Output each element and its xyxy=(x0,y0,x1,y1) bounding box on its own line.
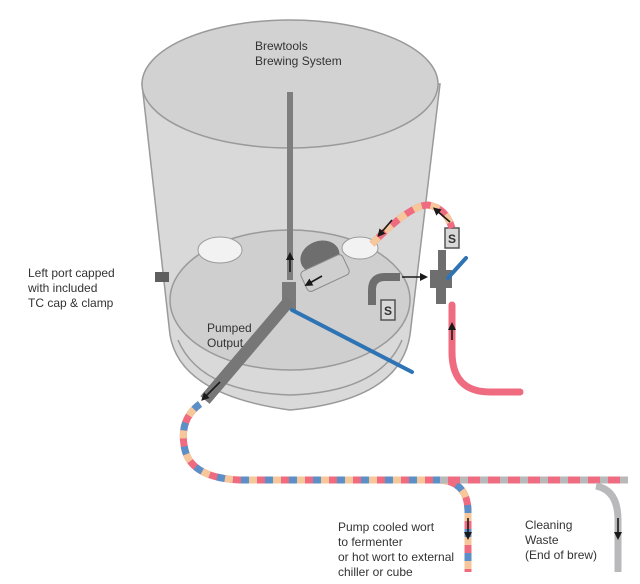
pump-wort-label-line-2: to fermenter xyxy=(338,535,403,549)
tank xyxy=(141,19,441,411)
arrow-recirc-top xyxy=(432,207,451,223)
pumped-output-label-line-1: Pumped xyxy=(207,321,252,335)
cleaning-label: Cleaning Waste (End of brew) xyxy=(525,518,597,563)
tee-up xyxy=(438,250,446,272)
pump-wort-label: Pump cooled wort to fermenter or hot wor… xyxy=(338,520,454,580)
cleaning-label-line-3: (End of brew) xyxy=(525,548,598,562)
left-port-label-line-2: with included xyxy=(28,281,98,295)
sensor-upper-letter: S xyxy=(448,232,456,246)
pump-wort-label-line-4: chiller or cube xyxy=(338,565,413,579)
system-title-line-2: Brewing System xyxy=(255,54,342,68)
recirculation-hose-stripes xyxy=(369,201,456,247)
tank-bottom-edge xyxy=(177,339,403,396)
left-port-label-line-3: TC cap & clamp xyxy=(28,296,114,310)
left-port-label-line-1: Left port capped xyxy=(28,266,115,280)
sensor-lower: S xyxy=(380,299,396,321)
pump-wort-label-line-3: or hot wort to external xyxy=(338,550,455,564)
temperature-probe-short xyxy=(446,256,468,280)
elbow-pipe xyxy=(368,273,400,305)
system-title: Brewtools Brewing System xyxy=(255,39,342,69)
left-port-label: Left port capped with included TC cap & … xyxy=(28,266,115,311)
system-title-line-1: Brewtools xyxy=(255,39,308,53)
tee-down xyxy=(436,288,446,304)
temperature-probe-long xyxy=(290,308,414,374)
tank-port-right xyxy=(341,236,379,260)
cleaning-label-line-2: Waste xyxy=(525,533,559,547)
tank-port-left xyxy=(197,236,243,264)
left-port-cap xyxy=(155,272,169,282)
arrow-pump-left xyxy=(304,275,323,286)
return-hose xyxy=(448,301,524,396)
sensor-upper: S xyxy=(444,227,460,249)
output-hose-stripe-warm xyxy=(179,401,472,572)
pumped-output-label: Pumped Output xyxy=(207,321,252,351)
arrow-output xyxy=(201,381,221,401)
flow-arrows xyxy=(201,207,622,540)
sensor-lower-letter: S xyxy=(384,304,392,318)
arrow-recirc-left xyxy=(377,219,393,238)
waste-hose xyxy=(595,482,622,572)
output-hose-stripe-cold xyxy=(179,401,472,572)
tee-fitting xyxy=(430,270,452,288)
cleaning-label-line-1: Cleaning xyxy=(525,518,573,532)
pump-wort-label-line-1: Pump cooled wort xyxy=(338,520,435,534)
pumped-output-label-line-2: Output xyxy=(207,336,244,350)
